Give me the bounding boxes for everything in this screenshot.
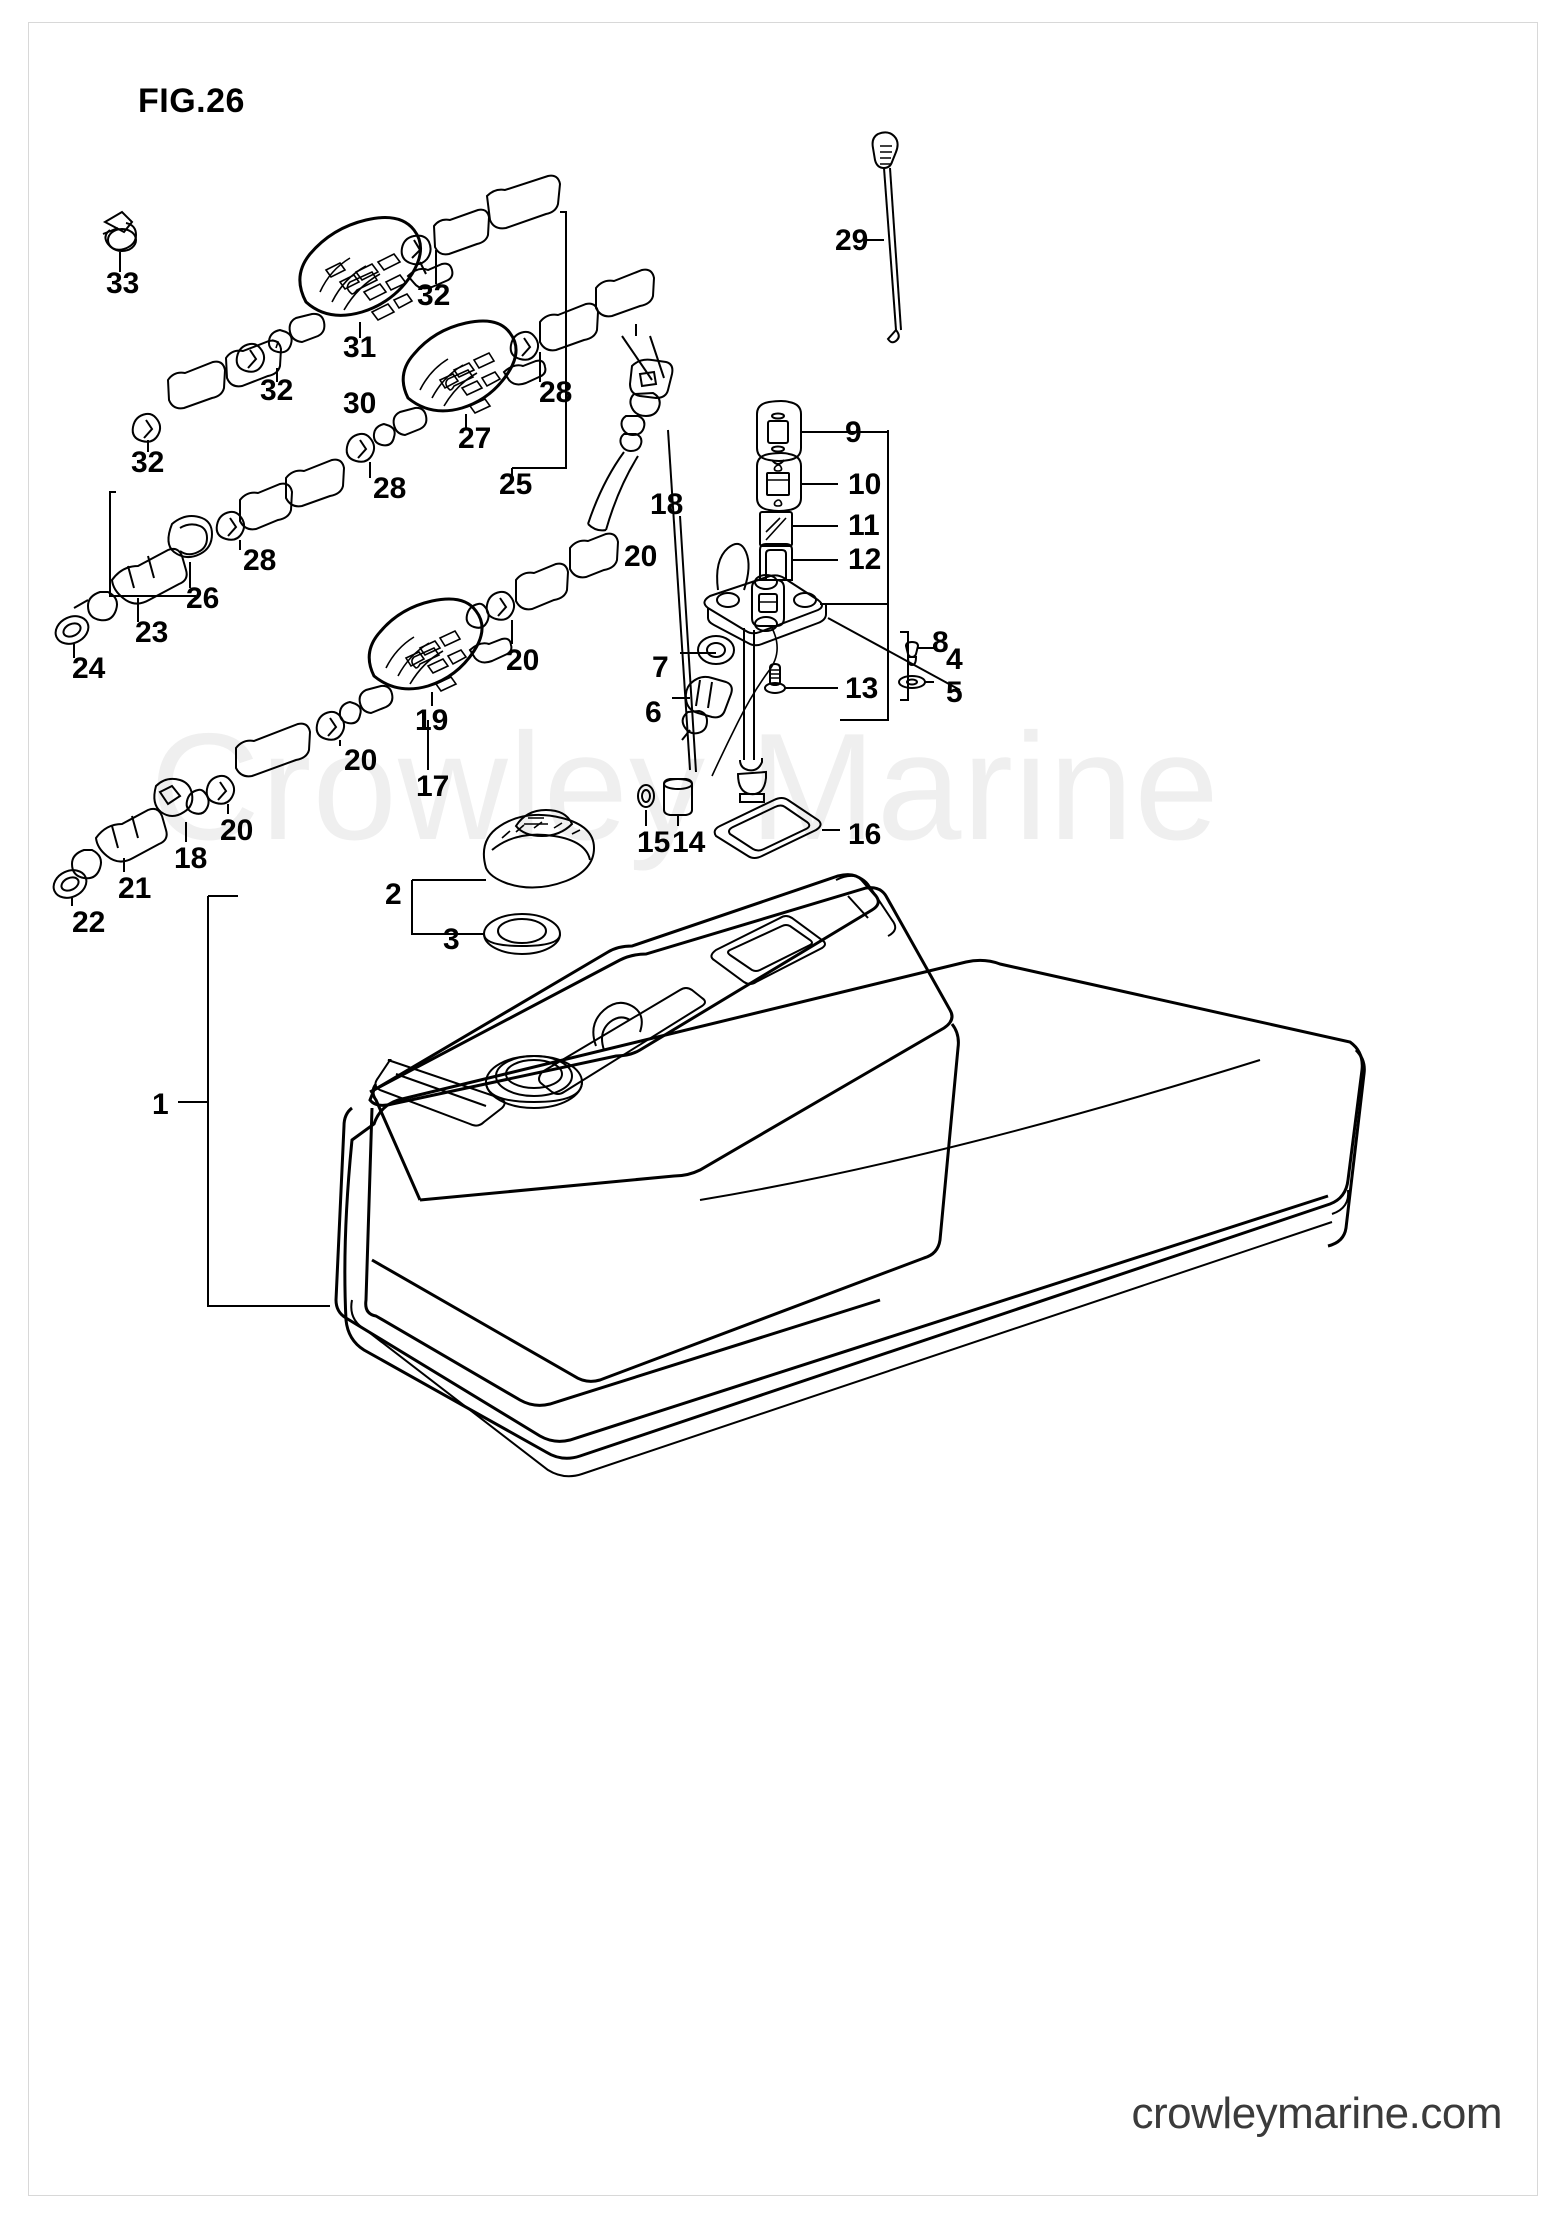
callout-20-d: 20: [624, 540, 658, 573]
callout-28-b: 28: [373, 472, 407, 505]
callout-11: 11: [848, 509, 880, 542]
callout-9: 9: [845, 416, 862, 449]
callout-32-b: 32: [260, 374, 294, 407]
callout-17: 17: [416, 770, 450, 803]
callout-27: 27: [458, 422, 492, 455]
fuel-pickup-assembly: [570, 324, 960, 858]
callout-28-a: 28: [243, 544, 277, 577]
callout-18-lower: 18: [174, 842, 208, 875]
callout-19: 19: [415, 704, 449, 737]
callout-6: 6: [645, 696, 662, 729]
callout-32-a: 32: [131, 446, 165, 479]
callout-15: 15: [637, 826, 671, 859]
callout-14: 14: [672, 826, 706, 859]
callout-31: 31: [343, 331, 377, 364]
callout-16: 16: [848, 818, 882, 851]
callout-13: 13: [845, 672, 879, 705]
part-2-tank-cap: [412, 810, 594, 954]
callout-20-a: 20: [220, 814, 254, 847]
callout-18-upper: 18: [650, 488, 684, 521]
callout-24: 24: [72, 652, 106, 685]
callout-20-c: 20: [506, 644, 540, 677]
callout-26: 26: [186, 582, 220, 615]
footer-website: crowleymarine.com: [1131, 2089, 1503, 2138]
watermark-text: Crowley Marine: [150, 702, 1220, 872]
callout-32-c: 32: [417, 279, 451, 312]
callout-29: 29: [835, 224, 869, 257]
callout-10: 10: [848, 468, 882, 501]
hose-assembly-top: [133, 176, 560, 452]
callout-5: 5: [946, 676, 963, 709]
callout-4: 4: [946, 643, 963, 676]
hose-assembly-third: [49, 564, 568, 906]
part-33-clamp: [103, 212, 136, 272]
figure-title: FIG.26: [138, 82, 245, 120]
callout-22: 22: [72, 906, 106, 939]
callout-7: 7: [652, 651, 669, 684]
callout-28-c: 28: [539, 376, 573, 409]
callout-8: 8: [932, 626, 949, 659]
hose-assembly-second: [51, 212, 654, 658]
callout-20-b: 20: [344, 744, 378, 777]
callout-12: 12: [848, 543, 882, 576]
callout-1: 1: [152, 1088, 169, 1121]
callout-2: 2: [385, 878, 402, 911]
part-1-fuel-tank: [178, 875, 1364, 1477]
callout-3: 3: [443, 923, 460, 956]
callout-33: 33: [106, 267, 140, 300]
part-29-cable-tie: [862, 132, 901, 342]
callout-25: 25: [499, 468, 533, 501]
callout-23: 23: [135, 616, 169, 649]
parts-column-small: [757, 401, 838, 580]
callout-21: 21: [118, 872, 152, 905]
callout-30: 30: [343, 387, 377, 420]
